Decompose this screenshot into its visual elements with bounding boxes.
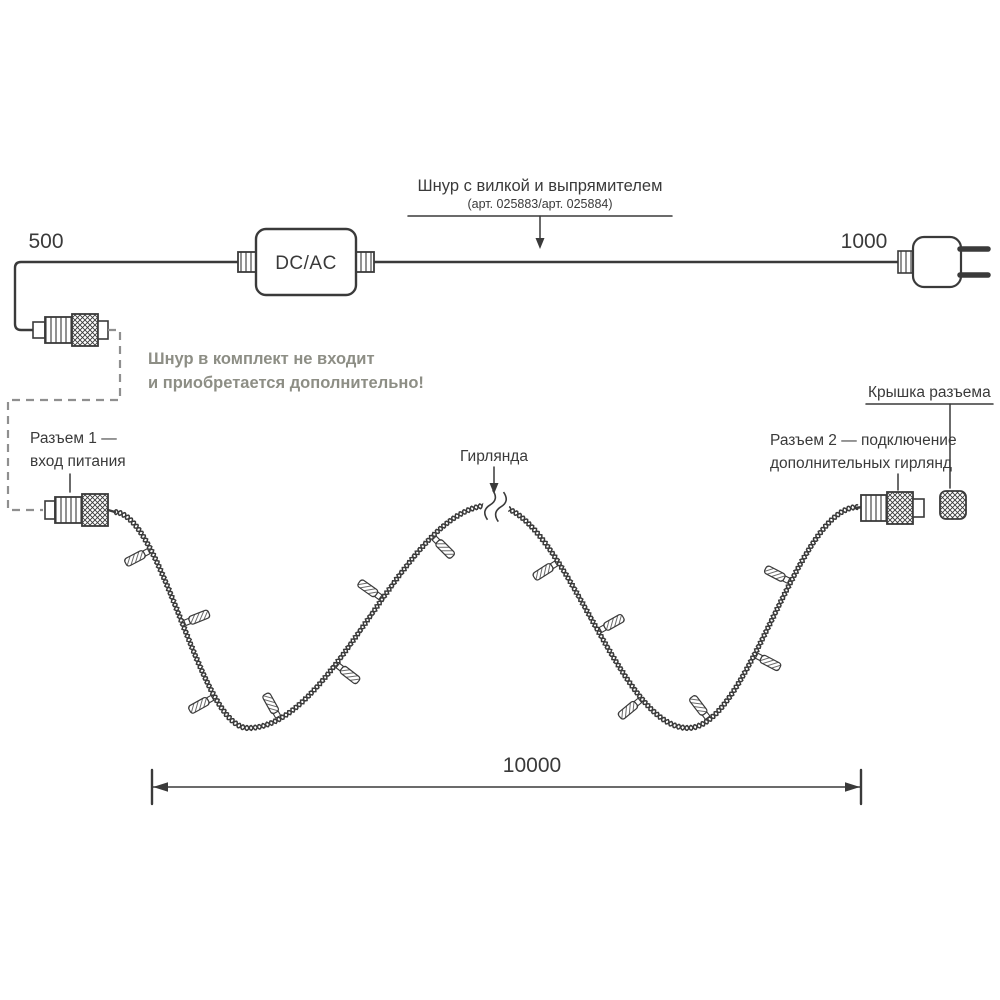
connector2-annotation: Разъем 2 — подключение дополнительных ги… bbox=[770, 432, 957, 491]
garland-twisted-strand bbox=[113, 501, 859, 732]
converter-right-nub bbox=[354, 251, 375, 273]
garland-bulb bbox=[357, 579, 383, 601]
dcac-converter: DC/AC bbox=[237, 227, 375, 297]
arrow-down-icon bbox=[535, 238, 545, 249]
dashed-connection-route bbox=[6, 328, 122, 512]
garland-bulb bbox=[335, 662, 361, 685]
cap-annotation: Крышка разъема bbox=[865, 384, 994, 489]
cord-title: Шнур с вилкой и выпрямителем bbox=[418, 177, 663, 195]
converter-box bbox=[254, 227, 358, 297]
connector1-label-line1: Разъем 1 — bbox=[30, 430, 117, 447]
power-cord: DC/AC bbox=[13, 227, 991, 347]
plug-body bbox=[911, 235, 963, 289]
garland-bulb bbox=[617, 697, 643, 720]
note-line1: Шнур в комплект не входит bbox=[148, 350, 375, 368]
plug-strain-relief bbox=[897, 250, 914, 274]
connector1-annotation: Разъем 1 — вход питания bbox=[30, 430, 126, 493]
garland-bulb bbox=[689, 695, 711, 721]
cord-wire bbox=[13, 260, 900, 332]
cord-length-right: 1000 bbox=[841, 230, 888, 253]
garland-bulb bbox=[124, 547, 151, 567]
connector1-icon bbox=[44, 493, 117, 527]
note-line2: и приобретается дополнительно! bbox=[148, 374, 424, 392]
cord-annotation: Шнур с вилкой и выпрямителем (арт. 02588… bbox=[28, 177, 887, 253]
garland-wire bbox=[113, 501, 859, 732]
cord-output-connector-icon bbox=[32, 313, 109, 347]
garland-bulb bbox=[532, 560, 559, 581]
connector-cap-icon bbox=[939, 490, 967, 520]
garland-bulbs bbox=[124, 535, 791, 721]
garland-bulb bbox=[431, 535, 455, 559]
connector2-label-line2: дополнительных гирлянд bbox=[770, 455, 952, 472]
garland-bulb bbox=[763, 565, 791, 584]
connector2-label-line1: Разъем 2 — подключение bbox=[770, 432, 957, 449]
garland-length-value: 10000 bbox=[503, 754, 561, 777]
connector2-icon bbox=[853, 491, 925, 525]
connector1-label-line2: вход питания bbox=[30, 453, 126, 470]
converter-label: DC/AC bbox=[275, 253, 337, 274]
cord-length-left: 500 bbox=[28, 230, 63, 253]
garland-bulb bbox=[598, 613, 625, 634]
garland-length-dimension: 10000 bbox=[150, 754, 863, 806]
arrow-left-icon bbox=[153, 782, 168, 792]
garland-bulb bbox=[262, 692, 282, 719]
power-plug-icon bbox=[897, 235, 991, 289]
garland-bulb bbox=[754, 652, 782, 672]
garland-annotation: Гирлянда bbox=[460, 448, 528, 494]
garland-bulb bbox=[183, 609, 211, 627]
garland-break-symbol bbox=[480, 487, 512, 524]
garland-label: Гирлянда bbox=[460, 448, 528, 465]
arrow-right-icon bbox=[845, 782, 860, 792]
garland-twisted-strand bbox=[113, 501, 859, 732]
garland-bulb bbox=[188, 694, 215, 714]
cord-note: Шнур в комплект не входит и приобретаетс… bbox=[148, 350, 424, 392]
cap-label: Крышка разъема bbox=[868, 384, 991, 401]
cord-subtitle: (арт. 025883/арт. 025884) bbox=[467, 197, 612, 211]
converter-left-nub bbox=[237, 251, 258, 273]
arrow-down-icon bbox=[489, 483, 499, 494]
